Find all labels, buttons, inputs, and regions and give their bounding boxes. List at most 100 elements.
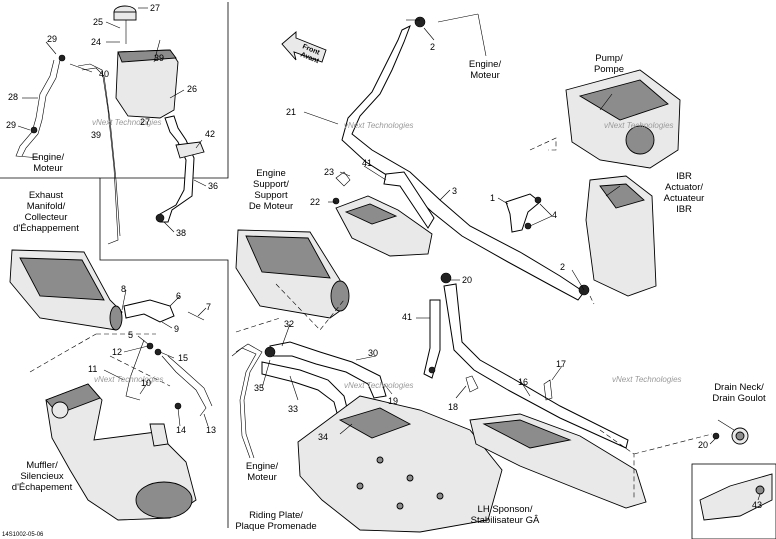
dashed-links [29, 137, 713, 500]
callout-12: 12 [112, 347, 122, 357]
callout-18: 18 [448, 402, 458, 412]
label-line: d'Échappement [13, 223, 79, 234]
label-line: Support/ [253, 179, 289, 190]
pump [565, 69, 681, 169]
callout-29: 29 [47, 34, 57, 44]
reservoir-assembly [15, 5, 205, 245]
label-line: IBR [676, 204, 692, 215]
callout-22: 22 [310, 197, 320, 207]
watermark: vNext Technologies [612, 375, 682, 384]
label-line: Engine [256, 168, 286, 179]
callout-26: 26 [187, 84, 197, 94]
exhaust-manifold-left [9, 249, 213, 417]
callout-13: 13 [206, 425, 216, 435]
watermark: vNext Technologies [344, 121, 414, 130]
callout-35: 35 [254, 383, 264, 393]
callout-41-top: 41 [362, 158, 372, 168]
callouts: 27 25 24 29 40 39 26 28 29 39 27 42 36 3… [6, 3, 762, 510]
ibr-actuator [585, 175, 657, 297]
label-pump: Pump/Pompe [594, 53, 624, 75]
callout-30: 30 [368, 348, 378, 358]
callout-9: 9 [174, 324, 179, 334]
callout-21: 21 [286, 107, 296, 117]
lh-sponson [469, 413, 647, 509]
callout-1: 1 [490, 193, 495, 203]
label-line: Pump/ [595, 53, 623, 64]
label-line: Support [254, 190, 288, 201]
callout-36: 36 [208, 181, 218, 191]
label-line: De Moteur [249, 201, 293, 212]
callout-41-center: 41 [402, 312, 412, 322]
callout-38: 38 [176, 228, 186, 238]
watermark: vNext Technologies [94, 375, 164, 384]
callout-40: 40 [99, 69, 109, 79]
label-line: Silencieux [20, 471, 64, 482]
label-line: Muffler/ [26, 460, 58, 471]
label-line: Riding Plate/ [249, 510, 303, 521]
watermark: vNext Technologies [604, 121, 674, 130]
riding-plate [297, 395, 503, 533]
label-line: Drain Goulot [712, 393, 766, 404]
callout-4: 4 [552, 210, 557, 220]
document-code: 14S1002-05-06 [2, 532, 44, 538]
label-line: Exhaust [29, 190, 64, 201]
label-line: Manifold/ [27, 201, 66, 212]
label-line: Collecteur [25, 212, 68, 223]
label-line: Engine/ [469, 59, 502, 70]
label-engine-top-left: Engine/Moteur [32, 152, 65, 174]
engine-support [332, 171, 433, 257]
callout-24: 24 [91, 37, 101, 47]
callout-27: 27 [150, 3, 160, 13]
drain-neck [699, 427, 773, 521]
riding-plate-holes [356, 456, 444, 510]
hose-41-lower [423, 272, 629, 449]
callout-28: 28 [8, 92, 18, 102]
label-line: Drain Neck/ [714, 382, 764, 393]
callout-11: 11 [88, 364, 97, 374]
label-line: Moteur [470, 70, 500, 81]
callout-39: 39 [154, 53, 164, 63]
watermark: vNext Technologies [92, 118, 162, 127]
hose-3 [341, 16, 590, 301]
label-line: Actuateur [664, 193, 705, 204]
label-lh-sponson: LH Sponson/Stabilisateur GÂ [471, 504, 540, 526]
callout-43: 43 [752, 500, 762, 510]
callout-19: 19 [388, 396, 398, 406]
label-line: Actuator/ [665, 182, 703, 193]
callout-15: 15 [178, 353, 188, 363]
label-line: LH Sponson/ [478, 504, 533, 515]
front-arrow: Front Avant [281, 31, 327, 65]
callout-14: 14 [176, 425, 186, 435]
label-line: Moteur [247, 472, 277, 483]
callout-25: 25 [93, 17, 103, 27]
label-riding-plate: Riding Plate/Plaque Promenade [235, 510, 316, 532]
label-line: Stabilisateur GÂ [471, 515, 540, 526]
callout-7: 7 [206, 302, 211, 312]
callout-20-drain: 20 [698, 440, 708, 450]
muffler [45, 383, 197, 521]
callout-39-lower: 39 [91, 130, 101, 140]
callout-34: 34 [318, 432, 328, 442]
leader-lines [17, 7, 761, 501]
callout-29-lower: 29 [6, 120, 16, 130]
callout-8: 8 [121, 284, 126, 294]
exhaust-manifold-middle [235, 229, 350, 319]
callout-37: 27 [140, 117, 150, 127]
label-line: IBR [676, 171, 692, 182]
label-line: Moteur [33, 163, 63, 174]
callout-6: 6 [176, 291, 181, 301]
callout-23: 23 [324, 167, 334, 177]
callout-17: 17 [556, 359, 566, 369]
label-engine-bottom: Engine/Moteur [246, 461, 279, 483]
watermarks: vNext Technologies vNext Technologies vN… [92, 118, 682, 390]
callout-2-right: 2 [560, 262, 565, 272]
hose-1 [505, 193, 542, 233]
callout-42: 42 [205, 129, 215, 139]
label-line: d'Échapement [12, 482, 73, 493]
label-line: Pompe [594, 64, 624, 75]
